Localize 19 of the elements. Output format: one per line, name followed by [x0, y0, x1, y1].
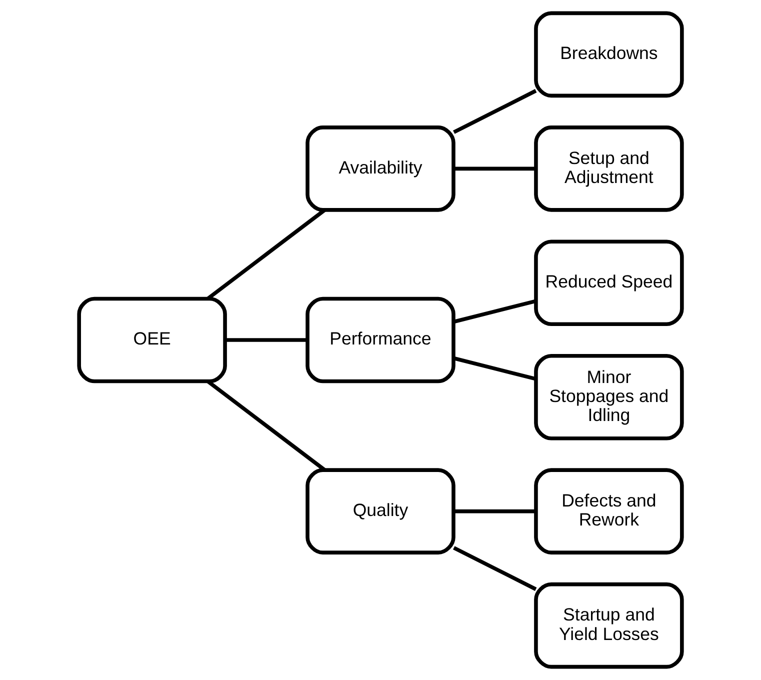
- node-box: Performance: [306, 296, 456, 384]
- connector: [454, 166, 536, 171]
- node-box: Reduced Speed: [534, 240, 684, 326]
- node-box: Breakdowns: [534, 11, 684, 98]
- connector: [454, 509, 536, 514]
- connector: [453, 546, 537, 591]
- connector: [453, 299, 536, 324]
- node-box: Quality: [306, 468, 456, 554]
- connector: [206, 208, 326, 300]
- node-box: Defects and Rework: [534, 468, 684, 554]
- node-box: OEE: [77, 296, 227, 384]
- connector: [225, 338, 308, 342]
- connector: [453, 356, 536, 381]
- node-box: Availability: [306, 126, 456, 212]
- node-box: Setup and Adjustment: [534, 126, 684, 212]
- node-box: Minor Stoppages and Idling: [534, 354, 684, 440]
- connector: [206, 380, 326, 472]
- connector: [453, 89, 537, 134]
- node-box: Startup and Yield Losses: [534, 582, 684, 669]
